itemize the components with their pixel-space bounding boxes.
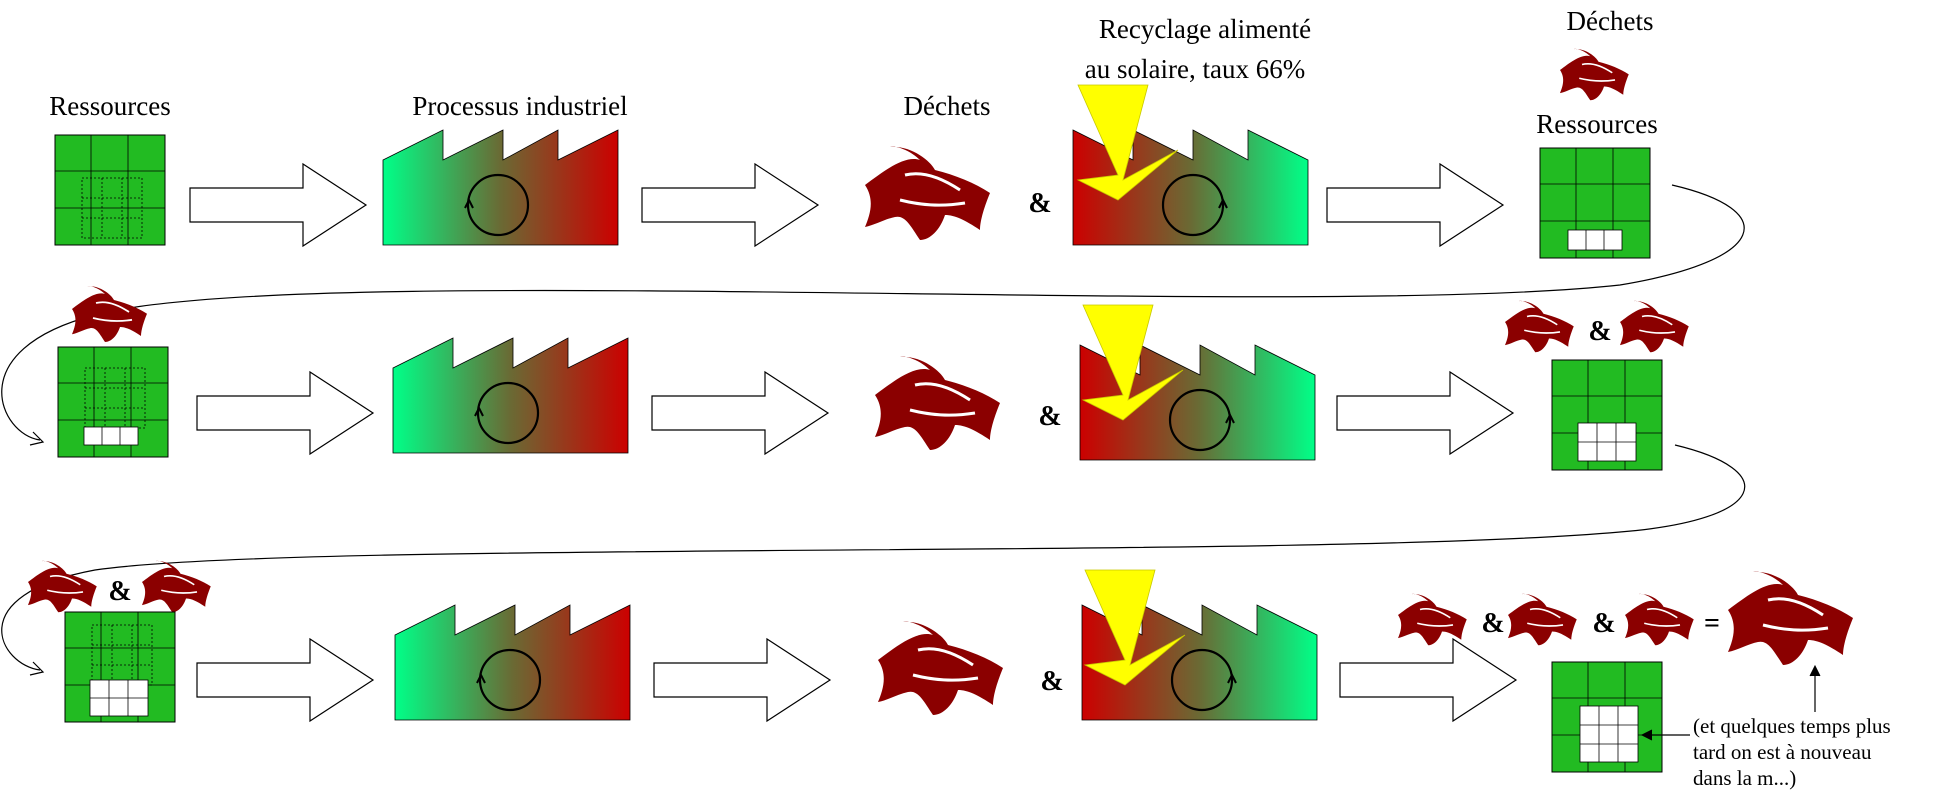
label-resources-top: Ressources bbox=[1536, 109, 1657, 139]
label-resources: Ressources bbox=[49, 91, 170, 121]
resource-block-5 bbox=[64, 611, 176, 723]
waste-small-8 bbox=[1507, 593, 1578, 647]
resource-block-1 bbox=[54, 134, 166, 246]
pointer-up-head bbox=[1809, 664, 1821, 677]
factory-3 bbox=[393, 603, 632, 722]
label-waste: Déchets bbox=[904, 91, 991, 121]
and-sign-7: & bbox=[1592, 608, 1615, 639]
label-recycling-2: au solaire, taux 66% bbox=[1085, 54, 1305, 84]
and-sign-5: & bbox=[1040, 666, 1063, 697]
label-waste-top: Déchets bbox=[1567, 6, 1654, 36]
and-sign-1: & bbox=[1028, 188, 1051, 219]
flow-arrow-2a bbox=[196, 371, 374, 455]
waste-small-6 bbox=[141, 560, 212, 614]
note-line-2: tard on est à nouveau bbox=[1693, 740, 1872, 764]
waste-small-5 bbox=[27, 560, 98, 614]
connector-arrowhead-1 bbox=[29, 431, 45, 446]
and-sign-2: & bbox=[1038, 401, 1061, 432]
connector-curve-1 bbox=[1, 184, 1745, 441]
pointer-left-head bbox=[1640, 729, 1653, 741]
flow-arrow-1b bbox=[641, 163, 819, 247]
label-process: Processus industriel bbox=[412, 91, 627, 121]
resource-block-4 bbox=[1551, 359, 1663, 471]
flow-arrow-3c bbox=[1339, 638, 1517, 722]
resource-block-3 bbox=[57, 346, 169, 458]
waste-blob-2 bbox=[873, 355, 1002, 452]
and-sign-4: & bbox=[108, 576, 131, 607]
waste-blob-total bbox=[1726, 570, 1855, 667]
factory-2 bbox=[391, 336, 630, 455]
connector-arrowhead-2 bbox=[29, 661, 45, 676]
flow-arrow-2b bbox=[651, 371, 829, 455]
waste-small-2 bbox=[71, 285, 148, 343]
waste-small-4 bbox=[1619, 300, 1690, 354]
waste-blob-1 bbox=[863, 145, 992, 242]
waste-blob-3 bbox=[876, 620, 1005, 717]
waste-small-1 bbox=[1559, 48, 1630, 102]
waste-small-7 bbox=[1397, 593, 1468, 647]
flow-arrow-1a bbox=[189, 163, 367, 247]
flow-arrow-1c bbox=[1326, 163, 1504, 247]
waste-small-3 bbox=[1504, 300, 1575, 354]
flow-arrow-3a bbox=[196, 638, 374, 722]
equals-sign: = bbox=[1704, 608, 1720, 639]
note-line-3: dans la m...) bbox=[1693, 766, 1796, 790]
resource-block-6 bbox=[1551, 661, 1663, 773]
flow-arrow-2c bbox=[1336, 371, 1514, 455]
flow-arrow-3b bbox=[653, 638, 831, 722]
connector-curve-2 bbox=[1, 444, 1746, 671]
waste-small-9 bbox=[1624, 593, 1695, 647]
note-line-1: (et quelques temps plus bbox=[1693, 714, 1891, 738]
and-sign-6: & bbox=[1481, 608, 1504, 639]
and-sign-3: & bbox=[1588, 316, 1611, 347]
resource-block-2 bbox=[1539, 147, 1651, 259]
label-recycling-1: Recyclage alimenté bbox=[1099, 14, 1311, 44]
factory-1 bbox=[381, 128, 620, 247]
